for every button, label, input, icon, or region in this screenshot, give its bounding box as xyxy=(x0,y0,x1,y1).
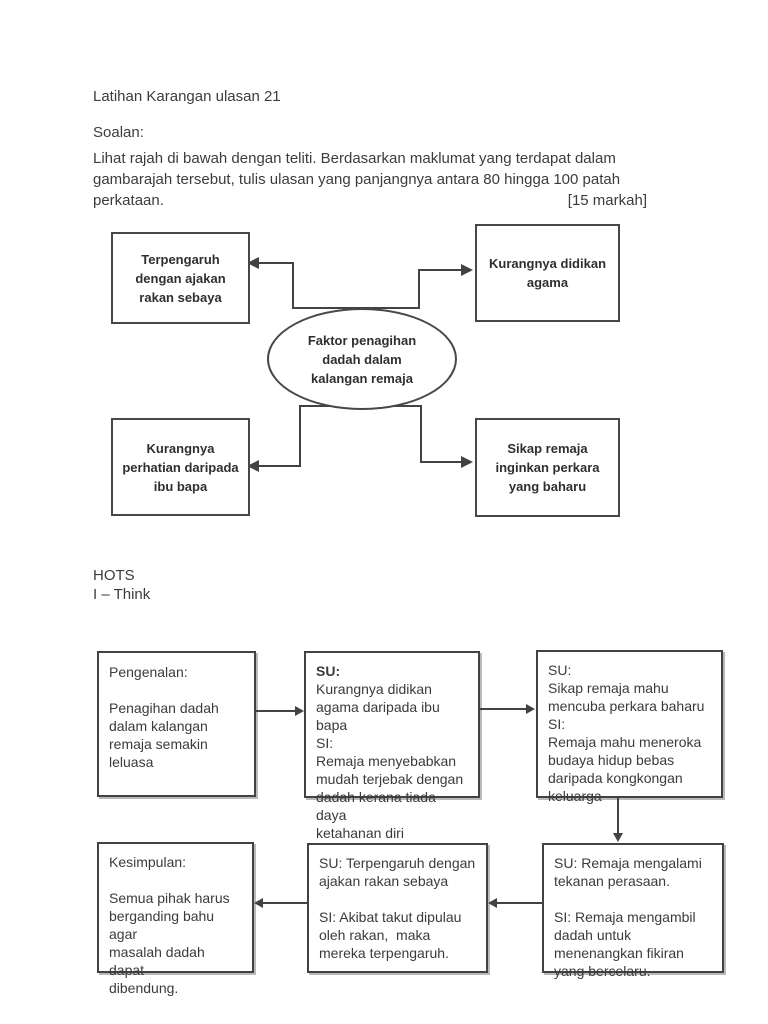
arrow-line-cause3-cause4 xyxy=(495,902,542,904)
idea-map-box-top-left: Terpengaruh dengan ajakan rakan sebaya xyxy=(111,232,250,324)
marks-label: [15 markah] xyxy=(567,192,647,209)
conclusion-body: Semua pihak harus berganding bahu agar m… xyxy=(109,890,230,996)
cause1-si-text: Remaja menyebabkan mudah terjebak dengan… xyxy=(316,753,464,841)
soalan-label: Soalan: xyxy=(93,124,144,141)
cause1-si-label: SI: xyxy=(316,735,334,751)
cause2-text: SU: Sikap remaja mahu mencuba perkara ba… xyxy=(548,662,705,804)
idea-map-box-top-right: Kurangnya didikan agama xyxy=(475,224,620,322)
arrow-line-cause1-cause2 xyxy=(480,708,527,710)
flowchart-box-conclusion: Kesimpulan: Semua pihak harus berganding… xyxy=(97,842,254,996)
arrow-line-cause2-cause3 xyxy=(617,798,619,834)
hots-label: HOTS xyxy=(93,567,135,584)
idea-map-box-bottom-right: Sikap remaja inginkan perkara yang bahar… xyxy=(475,418,620,517)
instruction-paragraph: Lihat rajah di bawah dengan teliti. Berd… xyxy=(93,148,647,211)
instruction-line-1: Lihat rajah di bawah dengan teliti. Berd… xyxy=(93,150,616,167)
page-title: Latihan Karangan ulasan 21 xyxy=(93,88,281,105)
idea-map-center-ellipse: Faktor penagihan dadah dalam kalangan re… xyxy=(267,308,457,410)
cause1-su-label: SU: xyxy=(316,663,341,679)
flowchart-box-intro: Pengenalan: Penagihan dadah dalam kalang… xyxy=(97,651,256,797)
intro-heading: Pengenalan: xyxy=(109,664,188,680)
cause3-su-text: SU: Remaja mengalami tekanan perasaan. xyxy=(554,855,702,889)
arrowhead-cause2-cause3 xyxy=(613,833,623,842)
cause3-si-text: SI: Remaja mengambil dadah untuk menenan… xyxy=(554,909,696,979)
arrowhead-cause3-cause4 xyxy=(488,898,497,908)
cause4-su-text: SU: Terpengaruh dengan ajakan rakan seba… xyxy=(319,855,476,889)
flowchart-box-cause4: SU: Terpengaruh dengan ajakan rakan seba… xyxy=(307,843,488,973)
arrowhead-intro-cause1 xyxy=(295,706,304,716)
arrow-line-intro-cause1 xyxy=(256,710,296,712)
instruction-line-2: gambarajah tersebut, tulis ulasan yang p… xyxy=(93,171,621,188)
intro-body: Penagihan dadah dalam kalangan remaja se… xyxy=(109,700,219,770)
flowchart-box-cause3: SU: Remaja mengalami tekanan perasaan. S… xyxy=(542,843,724,979)
flowchart-box-cause2: SU: Sikap remaja mahu mencuba perkara ba… xyxy=(536,650,723,804)
arrowhead-cause1-cause2 xyxy=(526,704,535,714)
cause4-si-text: SI: Akibat takut dipulau oleh rakan, mak… xyxy=(319,909,462,961)
flowchart-box-cause1: SU: Kurangnya didikan agama daripada ibu… xyxy=(304,651,480,841)
cause1-su-text: Kurangnya didikan agama daripada ibu bap… xyxy=(316,681,440,733)
ithink-label: I – Think xyxy=(93,586,151,603)
instruction-line-3: perkataan. xyxy=(93,192,164,209)
conclusion-heading: Kesimpulan: xyxy=(109,854,187,870)
idea-map-box-bottom-left: Kurangnya perhatian daripada ibu bapa xyxy=(111,418,250,516)
arrow-line-cause4-conclusion xyxy=(261,902,307,904)
arrowhead-cause4-conclusion xyxy=(254,898,263,908)
